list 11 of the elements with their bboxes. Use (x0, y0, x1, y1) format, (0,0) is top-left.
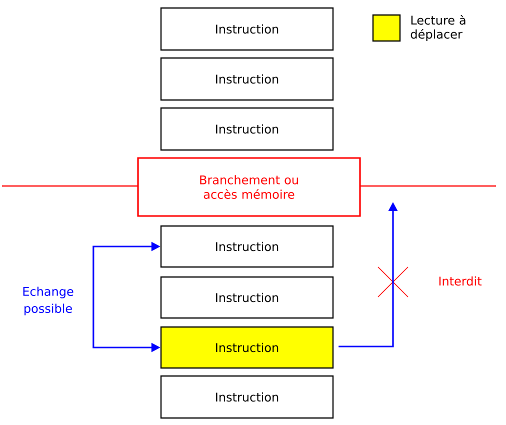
edge-label: Echange possible (23, 286, 74, 316)
edge-label: Interdit (439, 276, 482, 286)
instruction-box: Instruction (160, 375, 334, 419)
instruction-box: Instruction (160, 107, 334, 151)
instruction-box: Instruction (160, 225, 334, 268)
instruction-box: Instruction (160, 57, 334, 101)
instruction-box: Instruction (160, 276, 334, 319)
branch-box: Branchement ou accès mémoire (137, 157, 361, 217)
instruction-box: Instruction (160, 326, 334, 369)
legend-text: Lecture à déplacer (410, 14, 466, 42)
instruction-box: Instruction (160, 7, 334, 51)
